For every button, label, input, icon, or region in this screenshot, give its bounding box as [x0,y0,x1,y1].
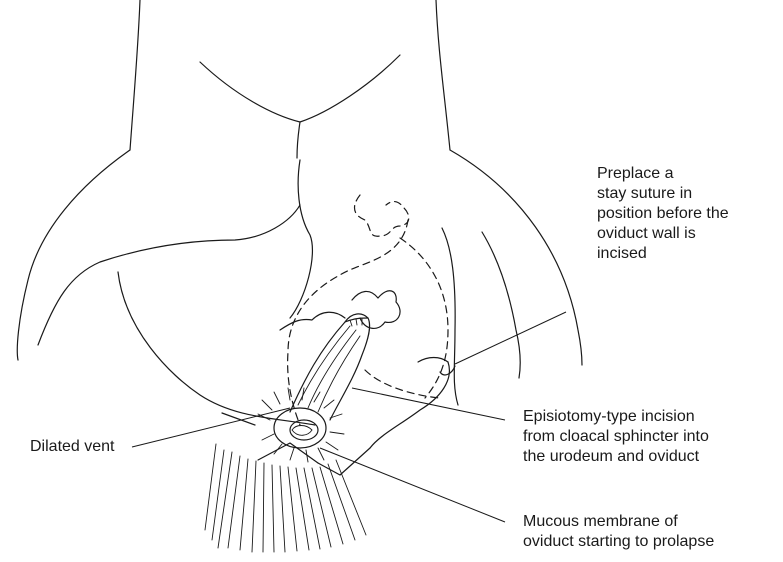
label-line: stay suture in [597,184,729,204]
label-line: oviduct wall is [597,224,729,244]
label-line: Preplace a [597,164,729,184]
label-line: Dilated vent [30,437,115,457]
label-line: Mucous membrane of [523,512,714,532]
label-line: oviduct starting to prolapse [523,532,714,552]
leader-lines [132,312,566,522]
oviduct-outline [288,195,448,425]
oviduct-prolapse [290,314,370,420]
label-line: Episiotomy-type incision [523,407,709,427]
label-episiotomy: Episiotomy-type incision from cloacal sp… [523,407,709,467]
body-outline [17,0,582,475]
label-mucous-membrane: Mucous membrane of oviduct starting to p… [523,512,714,552]
label-stay-suture: Preplace a stay suture in position befor… [597,164,729,264]
label-line: the urodeum and oviduct [523,447,709,467]
tail-feathers [205,444,366,552]
label-line: position before the [597,204,729,224]
label-line: incised [597,244,729,264]
label-line: from cloacal sphincter into [523,427,709,447]
label-dilated-vent: Dilated vent [30,437,115,457]
tissue-fragments [280,291,400,330]
